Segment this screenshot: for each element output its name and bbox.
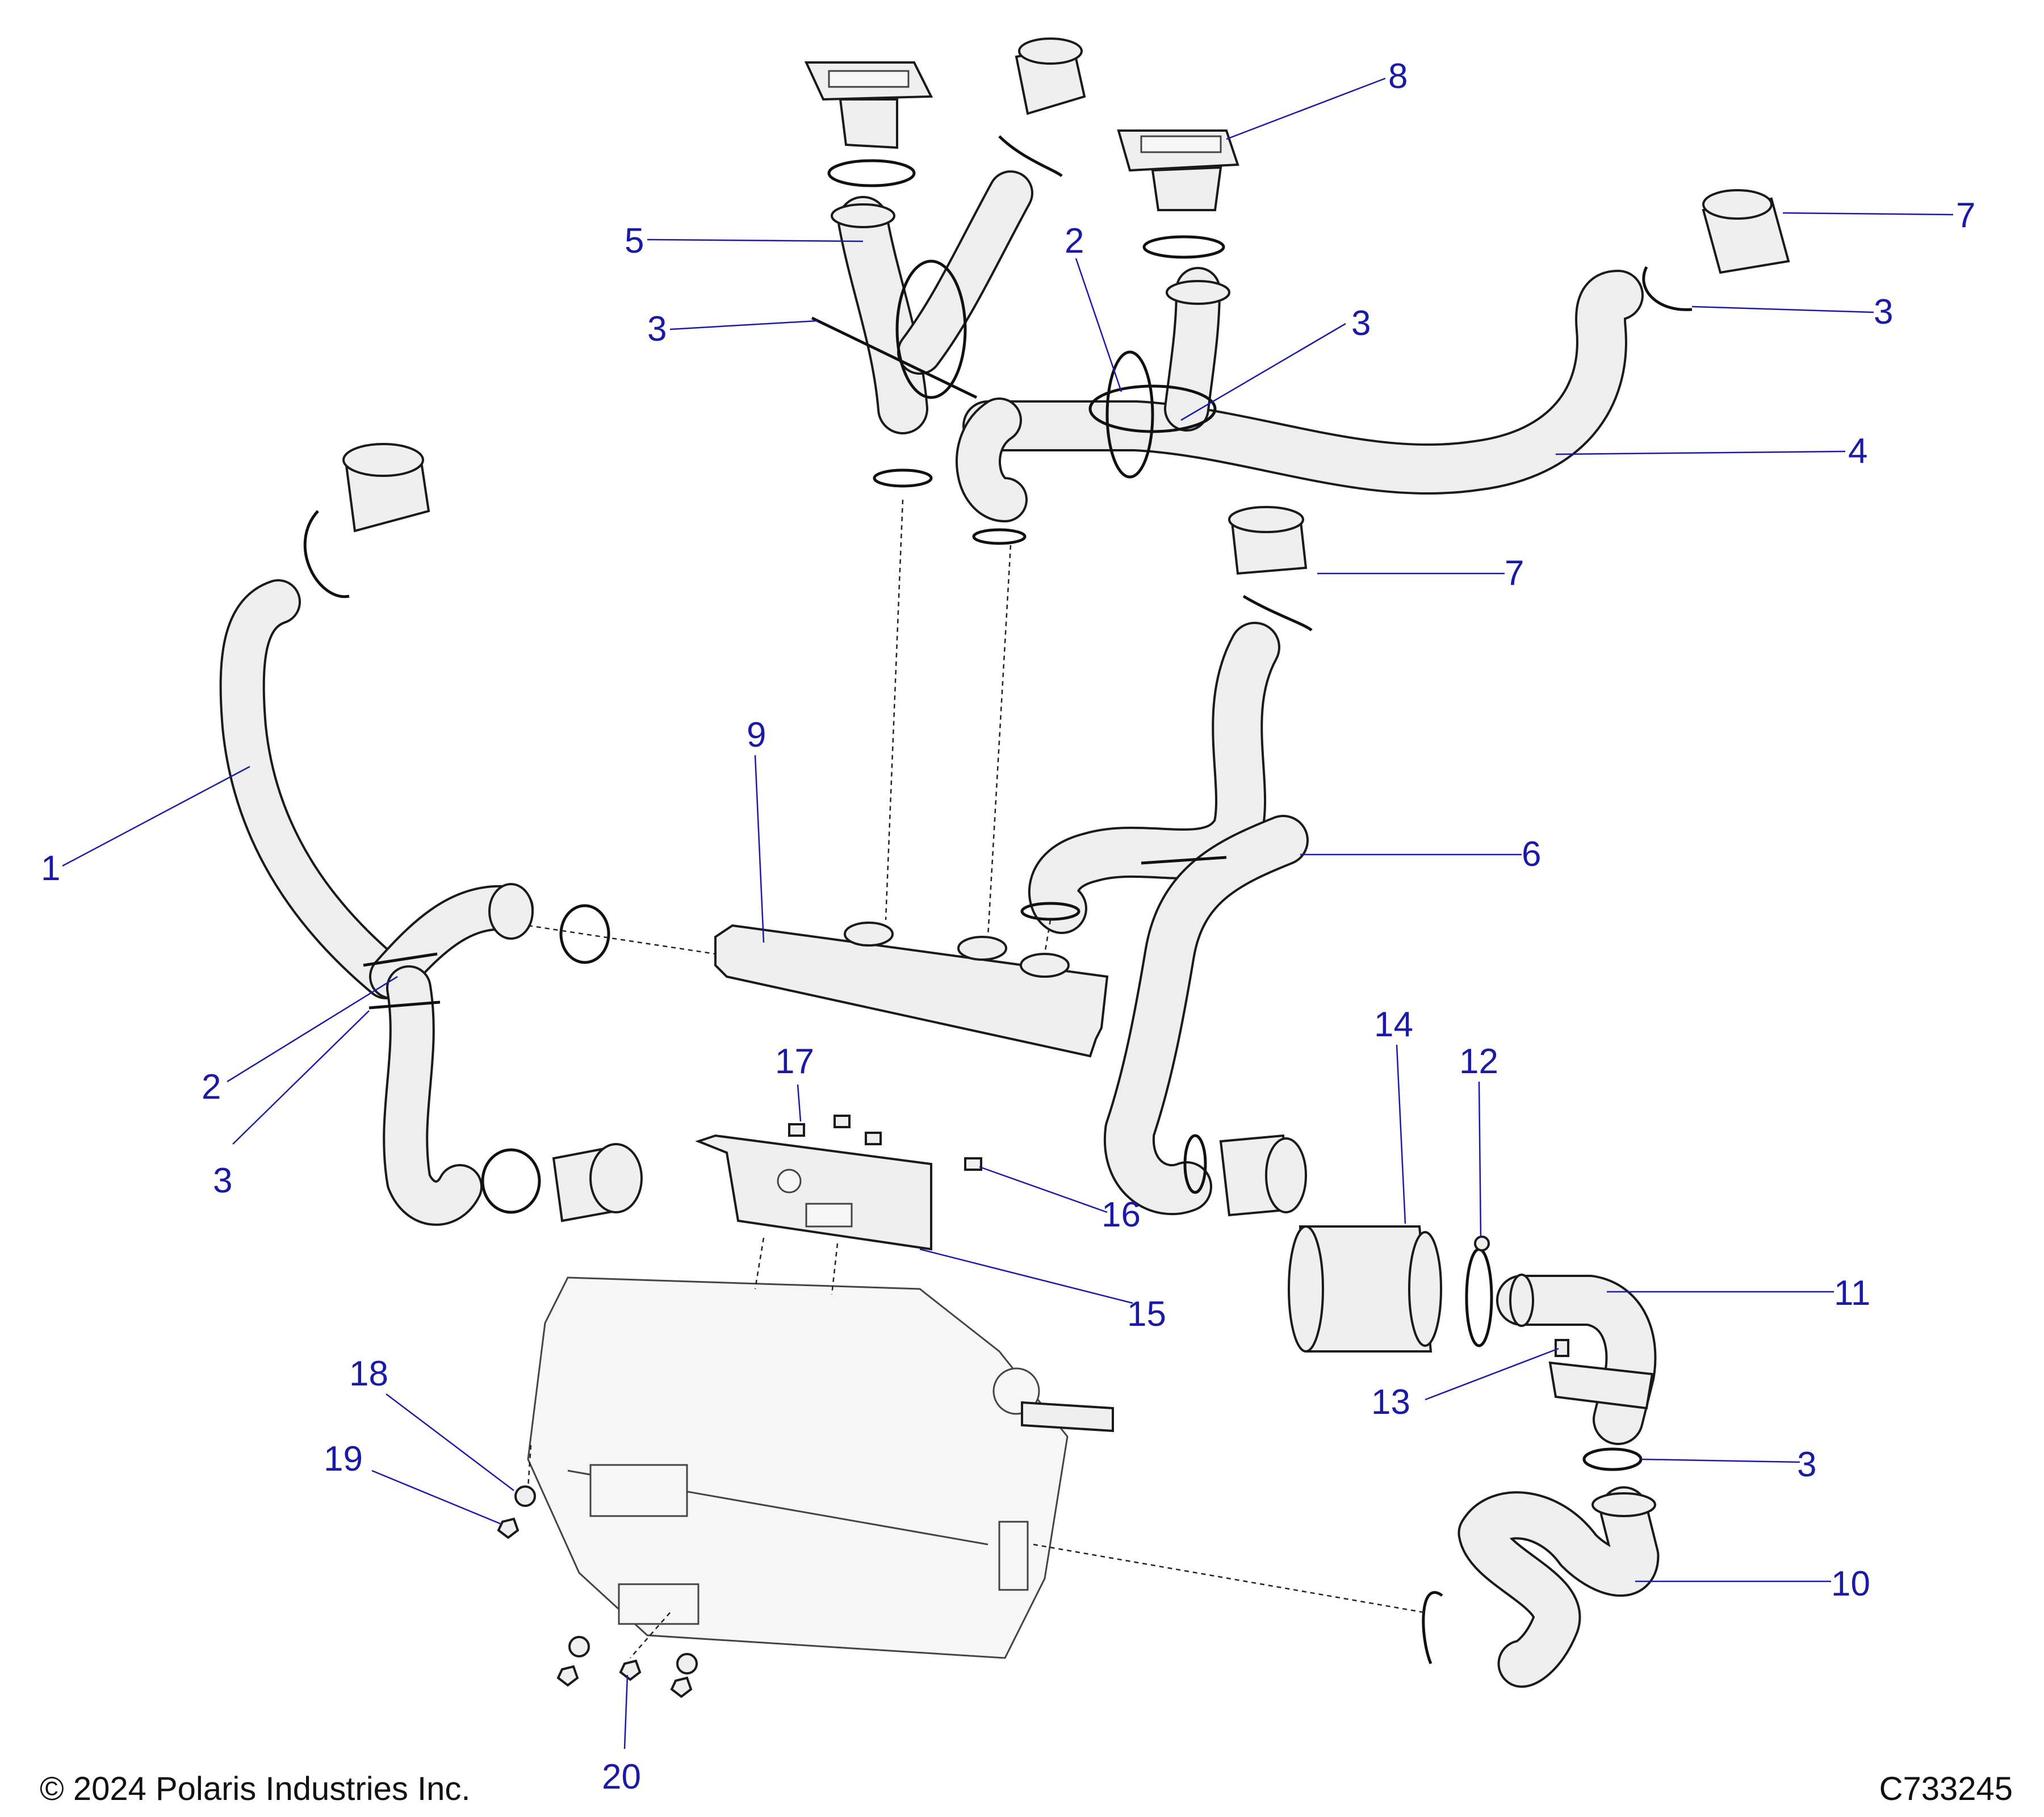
callout-14: 14 [1374, 1005, 1413, 1044]
part-14-filter [1288, 1225, 1442, 1353]
part-17-fasteners [788, 1115, 882, 1145]
leader-lines [62, 77, 1954, 1749]
diagram-code: C733245 [1879, 1770, 2013, 1807]
callout-5: 5 [625, 221, 644, 261]
callout-16: 16 [1101, 1195, 1141, 1234]
callout-9: 9 [747, 715, 766, 755]
callout-15: 15 [1127, 1295, 1166, 1334]
clamp-10-top [1582, 1447, 1643, 1471]
callout-2: 2 [1065, 221, 1084, 261]
part-7-coupler-lower [1183, 1134, 1307, 1217]
part-6-s-tube [1028, 622, 1309, 1215]
assembly-lines [527, 499, 1426, 1659]
callout-labels: 1 2 2 3 3 3 3 3 4 5 6 7 7 8 9 10 11 12 1… [41, 57, 1975, 1797]
part-15-heat-shield [695, 1134, 932, 1251]
callout-3: 3 [1874, 292, 1893, 332]
callout-7: 7 [1505, 554, 1524, 593]
callout-13: 13 [1371, 1383, 1410, 1422]
clamp-4-bottom [972, 528, 1027, 545]
washers-nuts [497, 1485, 698, 1698]
part-16-bolt [964, 1157, 982, 1171]
part-12-clamp [1465, 1236, 1493, 1347]
callout-18: 18 [349, 1354, 388, 1393]
part-8-duct-left [804, 61, 933, 187]
part-4-tube [956, 267, 1644, 522]
callout-3: 3 [213, 1161, 232, 1200]
part-1-coupler-top [303, 443, 430, 598]
callout-19: 19 [324, 1439, 363, 1479]
callout-7: 7 [1956, 196, 1975, 235]
part-2-y-junction-left [363, 883, 534, 1226]
copyright-text: © 2024 Polaris Industries Inc. [40, 1770, 470, 1807]
part-7-coupler-mid [1228, 506, 1313, 631]
callout-12: 12 [1459, 1042, 1498, 1081]
callout-4: 4 [1848, 432, 1867, 471]
callout-3: 3 [1797, 1445, 1816, 1484]
callout-2: 2 [202, 1067, 221, 1107]
clamp-6-bottom [1020, 902, 1080, 921]
part-5-y-tube [811, 170, 1033, 434]
callout-8: 8 [1388, 57, 1408, 96]
part-1-coupler-bottom [481, 1143, 643, 1223]
part-10-tube [1457, 1486, 1660, 1688]
part-7-coupler-top-center [998, 37, 1086, 177]
callout-3: 3 [1351, 304, 1371, 343]
clamp-9-left [559, 904, 610, 964]
clamp-5-bottom [873, 468, 933, 488]
part-9-manifold [714, 922, 1109, 1058]
air-box-housing [527, 1276, 1114, 1659]
clamp-10-side [1422, 1591, 1443, 1664]
callout-10: 10 [1831, 1564, 1870, 1604]
part-13-bolt [1555, 1339, 1569, 1357]
part-11-elbow [1496, 1274, 1657, 1445]
callout-3: 3 [647, 309, 667, 349]
part-8-duct-right [1117, 129, 1239, 259]
callout-20: 20 [602, 1757, 641, 1797]
callout-17: 17 [775, 1042, 814, 1081]
part-1-tube [219, 579, 409, 999]
callout-11: 11 [1834, 1274, 1870, 1313]
part-7-coupler-right [1642, 189, 1790, 311]
callout-6: 6 [1522, 835, 1541, 874]
callout-1: 1 [41, 849, 60, 888]
